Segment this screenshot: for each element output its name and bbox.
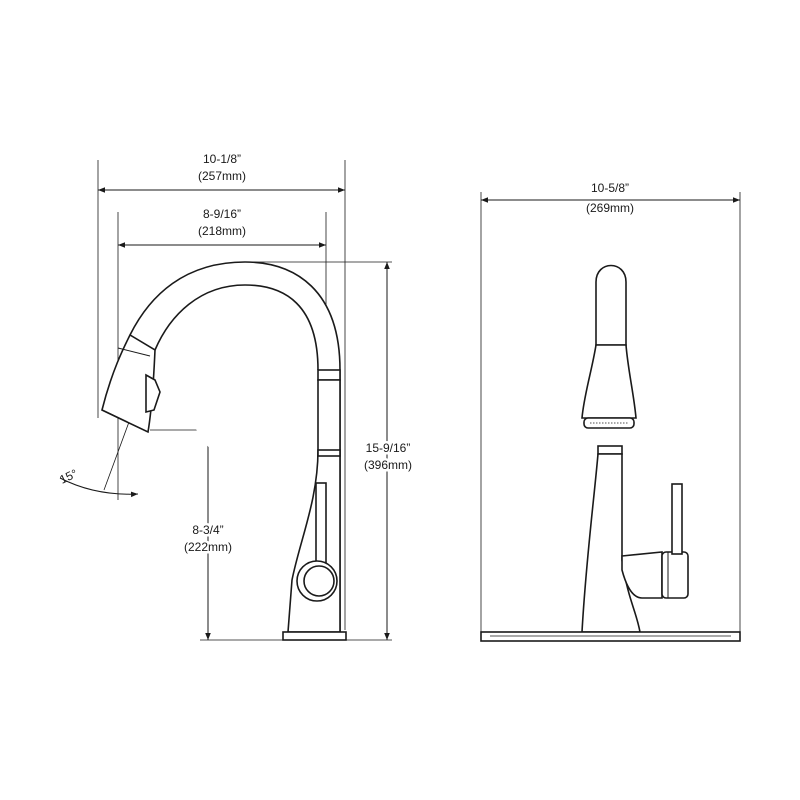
- handle-hub-inner: [303, 565, 335, 597]
- body-band: [317, 449, 341, 457]
- label-clearance-imperial: 8-3/4”: [192, 523, 223, 537]
- spray-head-seam: [117, 347, 151, 357]
- front-spray-head: [581, 344, 637, 419]
- label-front-width-metric: (269mm): [586, 201, 634, 215]
- front-base-plate: [480, 631, 741, 642]
- spray-angle-line: [103, 421, 130, 491]
- front-handle-cap: [661, 551, 689, 599]
- spout-inner: [154, 284, 319, 371]
- faucet-side-body: [101, 261, 347, 641]
- faucet-front-body: [480, 264, 741, 642]
- label-overall-width-imperial: 10-1/8”: [203, 152, 241, 166]
- side-view: 10-1/8” (257mm) 8-9/16” (218mm) 15-9/16”…: [57, 152, 415, 641]
- handle-lever: [315, 482, 327, 566]
- spray-button: [145, 373, 161, 414]
- front-body: [581, 453, 641, 633]
- label-front-width-imperial: 10-5/8”: [591, 181, 629, 195]
- front-body-collar: [597, 445, 623, 455]
- spray-head-face: [101, 409, 149, 433]
- front-handle-side: [621, 551, 663, 599]
- label-clearance-metric: (222mm): [184, 540, 232, 554]
- front-view: 10-5/8” (269mm): [480, 181, 741, 642]
- label-spray-angle: 15°: [57, 466, 80, 486]
- front-spout-top: [595, 264, 627, 346]
- spout-collar: [317, 369, 341, 381]
- label-reach-metric: (218mm): [198, 224, 246, 238]
- label-height-metric: (396mm): [364, 458, 412, 472]
- spray-angle-arc: [59, 477, 139, 498]
- label-overall-width-metric: (257mm): [198, 169, 246, 183]
- front-handle-lever: [671, 483, 683, 555]
- label-height-imperial: 15-9/16”: [366, 441, 411, 455]
- base-plate-side: [282, 631, 347, 641]
- label-reach-imperial: 8-9/16”: [203, 207, 241, 221]
